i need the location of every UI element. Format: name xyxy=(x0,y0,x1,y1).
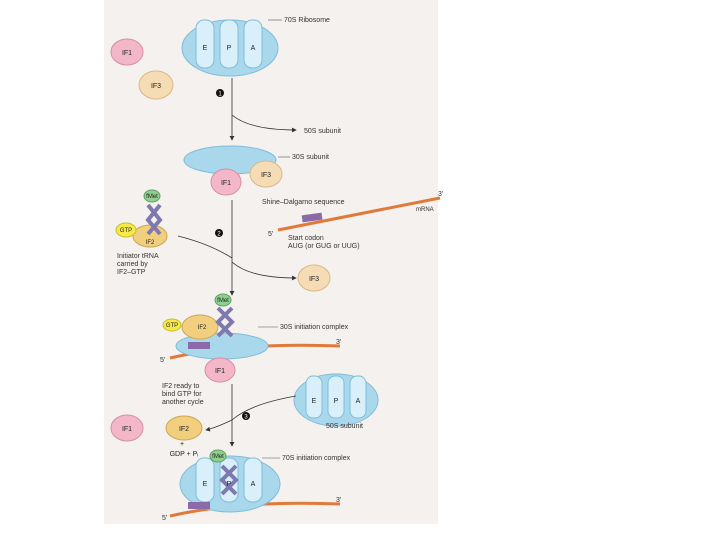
fmet-label-2: fMet xyxy=(217,298,229,304)
shine-dalgarno-segment-2 xyxy=(188,342,210,349)
site-a-label: A xyxy=(251,45,256,52)
gtp-label-2: GTP xyxy=(166,323,178,329)
label-3prime-3: 3' xyxy=(336,497,341,504)
subunit-50s xyxy=(293,373,379,427)
label-shine-dalgarno: Shine–Dalgarno sequence xyxy=(262,199,345,206)
if1-released-label: IF1 xyxy=(122,426,132,433)
if2-label-1: IF2 xyxy=(146,240,155,246)
label-if2-ready-2: bind GTP for xyxy=(162,391,202,398)
if1-factor xyxy=(110,38,144,66)
if3-released-label: IF3 xyxy=(309,276,319,283)
label-70s-complex: 70S initiation complex xyxy=(282,455,351,462)
label-if2-ready-1: IF2 ready to xyxy=(162,383,199,390)
label-if2-ready-3: another cycle xyxy=(162,399,204,406)
initiator-trna-complex xyxy=(115,189,168,248)
label-50s-released: 50S subunit xyxy=(304,128,341,135)
label-5prime-2: 5' xyxy=(160,357,165,364)
label-start-codon: Start codon xyxy=(288,235,324,242)
if2-released xyxy=(165,415,203,441)
site-a-label-70s: A xyxy=(251,481,256,488)
label-50s-subunit: 50S subunit xyxy=(326,423,363,430)
if3-label: IF3 xyxy=(151,83,161,90)
label-5prime-1: 5' xyxy=(268,231,273,238)
step-2-number: 2 xyxy=(217,232,221,238)
label-5prime-3: 5' xyxy=(162,515,167,522)
fmet-on-complex xyxy=(214,293,232,307)
label-3prime-1: 3' xyxy=(438,191,443,198)
label-70s-ribosome: 70S Ribosome xyxy=(284,17,330,24)
if1-bound xyxy=(210,168,242,196)
label-initiator-3: IF2–GTP xyxy=(117,269,146,276)
if2-on-complex xyxy=(181,314,219,340)
label-3prime-2: 3' xyxy=(336,339,341,346)
if2-label-2: IF2 xyxy=(198,325,207,331)
fmet-label-3: fMet xyxy=(212,454,224,460)
site-e-label-70s: E xyxy=(203,481,208,488)
ribosome-70s-complex xyxy=(179,449,281,513)
if2-released-label: IF2 xyxy=(179,426,189,433)
if3-bound-label: IF3 xyxy=(261,172,271,179)
if1-bound-label: IF1 xyxy=(221,180,231,187)
step-3-marker xyxy=(242,412,250,420)
mrna-strand xyxy=(277,196,441,232)
label-initiator-1: Initiator tRNA xyxy=(117,253,159,260)
step-3-number: 3 xyxy=(244,415,248,421)
step-1-number: 1 xyxy=(218,92,222,98)
if1-on-complex xyxy=(204,357,236,383)
shine-dalgarno-segment xyxy=(301,212,323,223)
gtp-label-1: GTP xyxy=(120,228,132,234)
label-plus: + xyxy=(180,441,184,448)
if1-released xyxy=(110,414,144,442)
site-p-label-50s: P xyxy=(334,398,339,405)
if3-released xyxy=(297,264,331,292)
site-p-label-70s: P xyxy=(227,481,232,488)
if3-bound xyxy=(249,160,283,188)
site-a-label-50s: A xyxy=(356,398,361,405)
if1-label: IF1 xyxy=(122,50,132,57)
gtp-on-complex xyxy=(162,318,182,332)
step-2-marker xyxy=(215,229,223,237)
site-e-label: E xyxy=(203,45,208,52)
fmet-label-1: fMet xyxy=(146,194,158,200)
step-1-marker xyxy=(216,89,224,97)
ribosome-70s: E P A xyxy=(181,19,279,77)
label-30s-subunit: 30S subunit xyxy=(292,154,329,161)
if3-factor xyxy=(138,70,174,100)
site-p-label: P xyxy=(227,45,232,52)
label-30s-complex: 30S initiation complex xyxy=(280,324,349,331)
label-gdp: GDP + Pᵢ xyxy=(170,451,199,458)
label-mrna: mRNA xyxy=(416,207,434,213)
label-initiator-2: carried by xyxy=(117,261,148,268)
site-e-label-50s: E xyxy=(312,398,317,405)
trna-on-complex xyxy=(215,306,235,338)
label-start-codon-variants: AUG (or GUG or UUG) xyxy=(288,243,360,250)
if1-label-2: IF1 xyxy=(215,368,225,375)
